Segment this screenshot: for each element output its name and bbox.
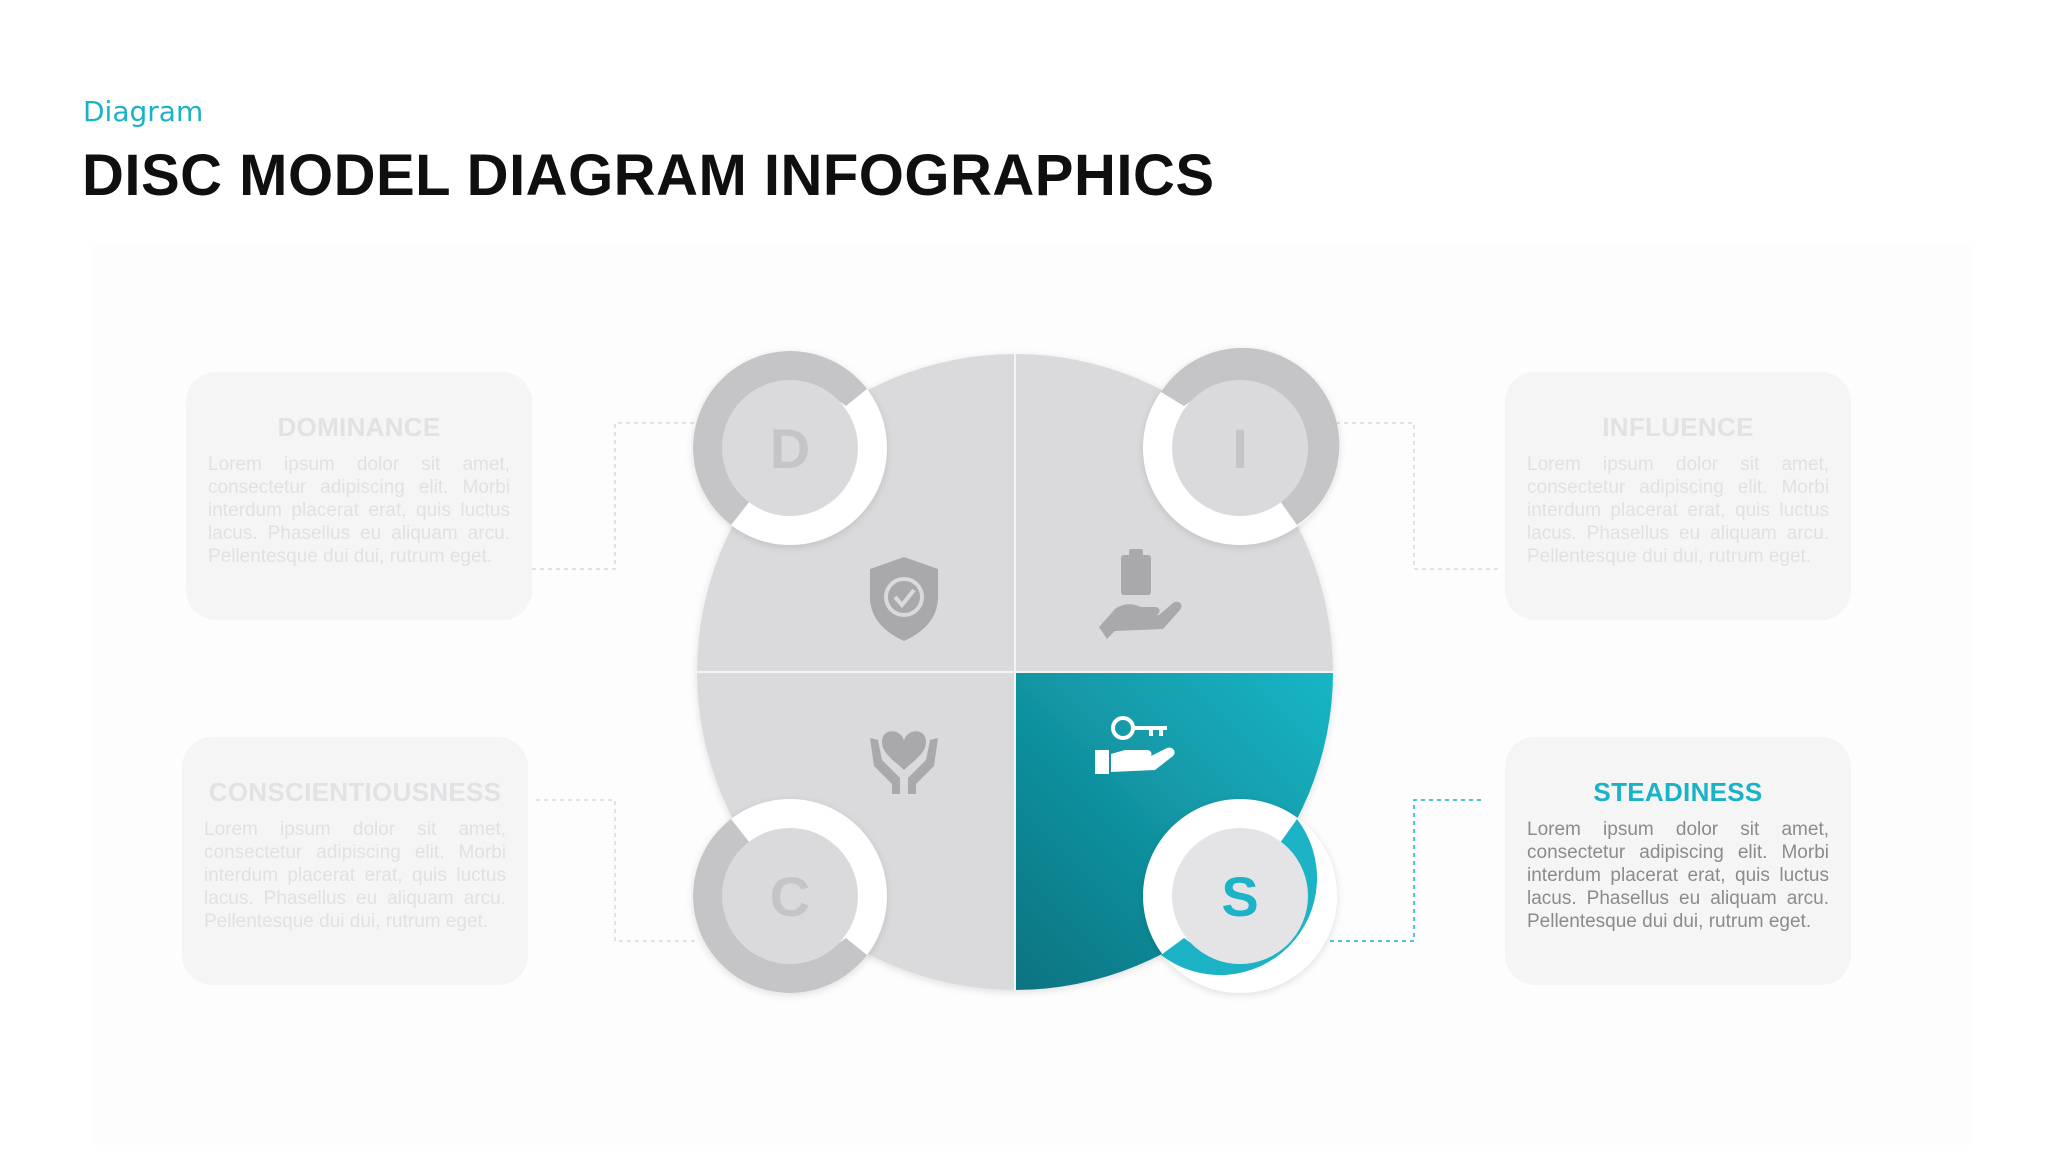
badge-letter-d: D [770,417,810,480]
card-body-dominance: Lorem ipsum dolor sit amet, consectetur … [208,454,510,567]
badge-letter-i: I [1232,417,1248,480]
connector-conscientiousness [536,799,695,942]
card-heading-conscientiousness: CONSCIENTIOUSNESS [208,777,502,807]
connector-steadiness [1322,799,1482,942]
card-heading-dominance: DOMINANCE [277,412,441,442]
connector-influence [1320,422,1500,570]
hand-key-icon [1095,716,1175,774]
badge-letter-c: C [770,865,810,928]
card-dominance: DOMINANCE Lorem ipsum dolor sit amet, co… [186,372,532,620]
card-body-influence: Lorem ipsum dolor sit amet, consectetur … [1527,454,1829,567]
card-heading-influence: INFLUENCE [1602,412,1754,442]
slide-subtitle: Diagram [83,95,204,128]
card-conscientiousness: CONSCIENTIOUSNESS Lorem ipsum dolor sit … [182,737,528,985]
card-heading-steadiness: STEADINESS [1593,777,1763,807]
card-steadiness: STEADINESS Lorem ipsum dolor sit amet, c… [1505,737,1851,985]
connector-dominance [532,422,695,570]
badge-d: D [693,351,887,545]
connector-lines [532,422,1500,942]
card-influence: INFLUENCE Lorem ipsum dolor sit amet, co… [1505,372,1851,620]
card-body-steadiness: Lorem ipsum dolor sit amet, consectetur … [1527,819,1829,932]
badge-i: I [1143,347,1340,545]
shield-check-icon [870,557,938,641]
badge-s: S [1143,799,1337,993]
badge-c: C [693,799,887,993]
hands-heart-icon [870,731,938,794]
hand-clipboard-icon [1099,549,1182,639]
badge-letter-s: S [1221,865,1258,928]
card-body-conscientiousness: Lorem ipsum dolor sit amet, consectetur … [204,819,506,932]
slide-title: DISC MODEL DIAGRAM INFOGRAPHICS [82,143,1215,208]
